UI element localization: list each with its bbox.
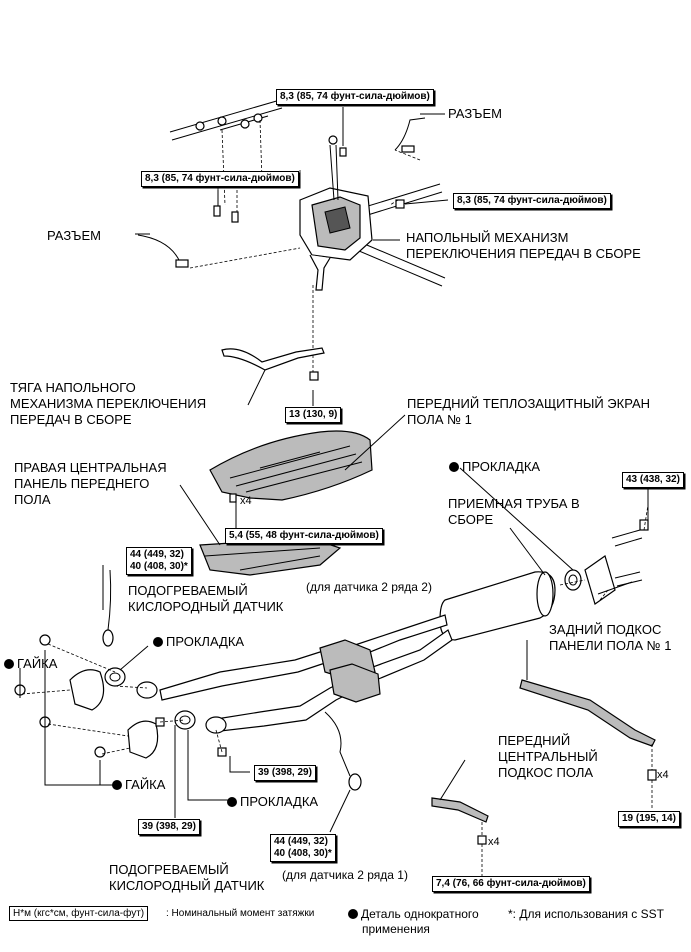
- legend-units-desc: : Номинальный момент затяжки: [166, 908, 315, 919]
- label-line: ПОДКОС ПОЛА: [498, 765, 594, 780]
- legend-single-use: Деталь однократного применения: [348, 907, 479, 937]
- label-line: ЗАДНИЙ ПОДКОС: [549, 622, 662, 637]
- sensor-note: (для датчика 2 ряда 2): [306, 580, 432, 594]
- torque-spec-box: 39 (398, 29): [254, 765, 316, 781]
- label-text: ГАЙКА: [125, 777, 166, 792]
- label-line: НАПОЛЬНЫЙ МЕХАНИЗМ: [406, 230, 569, 245]
- leader-lines: [19, 107, 649, 833]
- torque-value-sst: 40 (408, 30)*: [274, 848, 332, 859]
- torque-spec-box: 8,3 (85, 74 фунт-сила-дюймов): [141, 171, 299, 187]
- oxygen-sensor-label: ПОДОГРЕВАЕМЫЙ КИСЛОРОДНЫЙ ДАТЧИК: [109, 862, 264, 894]
- label-line: ПЕРЕДАЧ В СБОРЕ: [10, 412, 132, 427]
- legend-units-box: Н*м (кгс*см, фунт-сила-фут): [9, 906, 149, 921]
- label-line: ПЕРЕДНИЙ ТЕПЛОЗАЩИТНЫЙ ЭКРАН: [407, 396, 651, 411]
- label-line: ПОДОГРЕВАЕМЫЙ: [109, 862, 229, 877]
- label-line: МЕХАНИЗМА ПЕРЕКЛЮЧЕНИЯ: [10, 396, 207, 411]
- floor-panel-label: ПРАВАЯ ЦЕНТРАЛЬНАЯ ПАНЕЛЬ ПЕРЕДНЕГО ПОЛА: [14, 460, 167, 508]
- torque-spec-box: 39 (398, 29): [138, 819, 200, 835]
- heat-insulator-label: ПЕРЕДНИЙ ТЕПЛОЗАЩИТНЫЙ ЭКРАН ПОЛА № 1: [407, 396, 650, 428]
- label-line: ПЕРЕДНИЙ: [498, 733, 571, 748]
- label-line: СБОРЕ: [448, 512, 494, 527]
- torque-spec-box: 44 (449, 32) 40 (408, 30)*: [270, 834, 336, 862]
- torque-spec-box: 8,3 (85, 74 фунт-сила-дюймов): [276, 89, 434, 105]
- front-center-floor-brace: [431, 797, 489, 876]
- connector-label: РАЗЪЕМ: [448, 106, 502, 121]
- torque-value-sst: 40 (408, 30)*: [130, 561, 188, 572]
- single-use-dot-icon: [449, 462, 459, 472]
- gasket-label: ПРОКЛАДКА: [153, 634, 244, 650]
- label-text: Деталь однократного: [361, 907, 479, 921]
- torque-spec-box: 8,3 (85, 74 фунт-сила-дюймов): [453, 193, 611, 209]
- label-text: ПРОКЛАДКА: [240, 794, 319, 809]
- single-use-dot-icon: [348, 909, 358, 919]
- label-line: ПАНЕЛИ ПОЛА № 1: [549, 638, 672, 653]
- torque-spec-box: 19 (195, 14): [618, 811, 680, 827]
- label-line: ЦЕНТРАЛЬНЫЙ: [498, 749, 598, 764]
- gasket-label: ПРОКЛАДКА: [227, 794, 318, 810]
- front-brace-label: ПЕРЕДНИЙ ЦЕНТРАЛЬНЫЙ ПОДКОС ПОЛА: [498, 733, 598, 781]
- sensor-note: (для датчика 2 ряда 1): [282, 868, 408, 882]
- gasket-label: ПРОКЛАДКА: [449, 459, 540, 475]
- quantity-label: x4: [240, 495, 252, 507]
- torque-spec-box: 13 (130, 9): [285, 407, 342, 423]
- single-use-dot-icon: [4, 659, 14, 669]
- single-use-dot-icon: [112, 780, 122, 790]
- front-exhaust-pipe-assembly: [14, 504, 649, 791]
- label-text: ГАЙКА: [17, 656, 58, 671]
- label-line: ПРАВАЯ ЦЕНТРАЛЬНАЯ: [14, 460, 167, 475]
- floor-shift-assembly: [137, 99, 446, 380]
- label-line: ПРИЕМНАЯ ТРУБА В: [448, 496, 580, 511]
- quantity-label: x4: [657, 769, 669, 781]
- label-line: КИСЛОРОДНЫЙ ДАТЧИК: [109, 878, 265, 893]
- torque-value: 44 (449, 32): [130, 549, 184, 560]
- label-line: ПОЛА № 1: [407, 412, 472, 427]
- shift-rod: [221, 347, 325, 381]
- label-line: Деталь однократного: [348, 907, 479, 922]
- torque-value: 44 (449, 32): [274, 836, 328, 847]
- single-use-dot-icon: [153, 637, 163, 647]
- label-line: применения: [362, 922, 430, 936]
- torque-spec-box: 43 (438, 32): [622, 472, 684, 488]
- legend-sst: *: Для использования с SST: [508, 907, 664, 921]
- torque-spec-box: 7,4 (76, 66 фунт-сила-дюймов): [432, 876, 590, 892]
- rear-floor-brace: [519, 679, 657, 810]
- nut-label: ГАЙКА: [4, 656, 57, 672]
- connector-label: РАЗЪЕМ: [47, 228, 101, 243]
- front-floor-heat-insulator: [209, 430, 373, 503]
- label-line: ПАНЕЛЬ ПЕРЕДНЕГО: [14, 476, 150, 491]
- nut-label: ГАЙКА: [112, 777, 165, 793]
- torque-spec-box: 44 (449, 32) 40 (408, 30)*: [126, 547, 192, 575]
- shift-rod-label: ТЯГА НАПОЛЬНОГО МЕХАНИЗМА ПЕРЕКЛЮЧЕНИЯ П…: [10, 380, 206, 428]
- label-line: ПОЛА: [14, 492, 51, 507]
- oxygen-sensor-label: ПОДОГРЕВАЕМЫЙ КИСЛОРОДНЫЙ ДАТЧИК: [128, 583, 283, 615]
- label-line: ТЯГА НАПОЛЬНОГО: [10, 380, 136, 395]
- torque-spec-box: 5,4 (55, 48 фунт-сила-дюймов): [225, 528, 383, 544]
- label-line: ПЕРЕКЛЮЧЕНИЯ ПЕРЕДАЧ В СБОРЕ: [406, 246, 641, 261]
- rear-brace-label: ЗАДНИЙ ПОДКОС ПАНЕЛИ ПОЛА № 1: [549, 622, 671, 654]
- label-text: ПРОКЛАДКА: [166, 634, 245, 649]
- label-line: ПОДОГРЕВАЕМЫЙ: [128, 583, 248, 598]
- single-use-dot-icon: [227, 797, 237, 807]
- label-line: КИСЛОРОДНЫЙ ДАТЧИК: [128, 599, 284, 614]
- floor-shift-assembly-label: НАПОЛЬНЫЙ МЕХАНИЗМ ПЕРЕКЛЮЧЕНИЯ ПЕРЕДАЧ …: [406, 230, 641, 262]
- label-text: ПРОКЛАДКА: [462, 459, 541, 474]
- quantity-label: x4: [488, 836, 500, 848]
- exhaust-pipe-label: ПРИЕМНАЯ ТРУБА В СБОРЕ: [448, 496, 580, 528]
